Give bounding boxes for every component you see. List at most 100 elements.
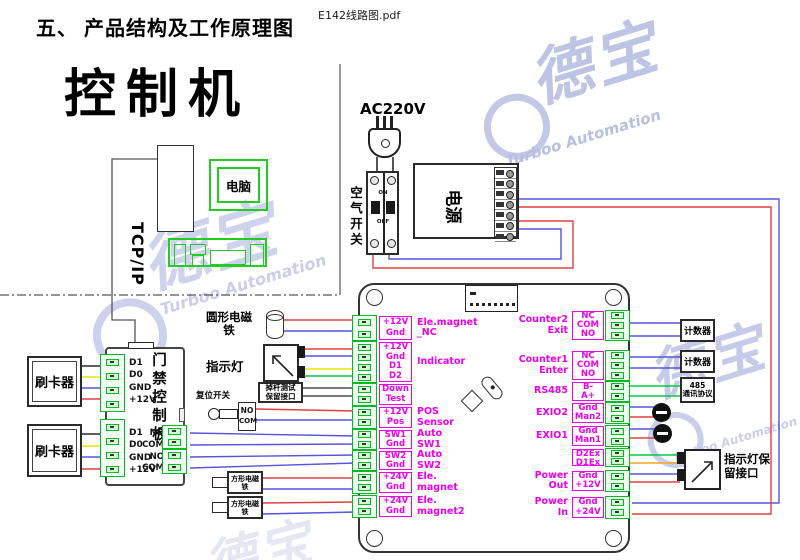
terminal-pin (106, 423, 119, 431)
terminal-pin-label: Down (382, 384, 409, 395)
computer-keyboard (168, 238, 267, 267)
access-board-top-tab (128, 342, 154, 349)
reset-switch-contact-box: NO COM (238, 402, 257, 431)
terminal-function-label: POS Sensor (417, 406, 454, 428)
breaker-screw (370, 239, 379, 248)
terminal-pin (358, 330, 371, 338)
terminal-pin (106, 437, 119, 445)
terminal-pin-label: +12V (382, 342, 409, 353)
access-relay-label: COM (142, 463, 164, 473)
mounting-hole (366, 289, 383, 306)
tcpip-label: TCP/IP (128, 222, 147, 286)
manual-button-2 (653, 424, 672, 443)
terminal-pin (106, 465, 119, 473)
contact-no-label: NO (240, 406, 254, 415)
terminal-pin-label: Gnd (385, 505, 406, 516)
keyboard-key (210, 250, 246, 265)
control-machine-title: 控制机 (64, 65, 251, 125)
access-pin-label: D1 (129, 428, 143, 438)
terminal-pin (358, 396, 371, 404)
terminal-pin (611, 414, 624, 422)
terminal-function-label: EXIO2 (535, 406, 568, 418)
switch-body (219, 409, 238, 419)
breaker-screw (387, 176, 396, 185)
terminal-pin (611, 458, 624, 466)
wire-ac-neutral (388, 228, 562, 260)
connector-key (470, 292, 476, 295)
terminal-pin-label: Gnd (385, 327, 406, 338)
pdf-filename: E142线路图.pdf (318, 9, 401, 22)
green-terminal-block (100, 354, 125, 412)
capsule-dot (489, 384, 496, 391)
terminal-pin (358, 484, 371, 492)
terminal-pin-label: SW2 (384, 451, 407, 461)
access-pin-label: GND (129, 453, 152, 463)
terminal-pin (611, 312, 624, 320)
computer-label: 电脑 (225, 178, 251, 194)
terminal-pin (358, 497, 371, 505)
green-terminal-block (352, 450, 377, 471)
card-reader-2: 刷卡器 (27, 424, 82, 477)
terminal-pin (611, 392, 624, 400)
terminal-function-label: Auto SW1 (417, 428, 443, 450)
terminal-pin (611, 404, 624, 412)
terminal-pin (106, 400, 119, 408)
terminal-pin-box: Gnd+12V (572, 471, 604, 491)
wire (189, 432, 357, 437)
wire (262, 511, 357, 515)
access-pin-label: D1 (129, 358, 143, 368)
terminal-pin (358, 318, 371, 326)
wire (255, 408, 357, 412)
green-terminal-block (605, 310, 630, 341)
reset-switch-label: 复位开关 (196, 391, 231, 401)
terminal-pin-label: Pos (386, 416, 405, 427)
terminal-pin (611, 352, 624, 360)
green-terminal-block (605, 496, 630, 519)
wire (262, 501, 357, 504)
green-terminal-block (352, 429, 377, 450)
terminal-pin-label: Gnd (578, 426, 598, 436)
terminal-pin-label: D1 (389, 361, 402, 372)
psu-terminal (495, 232, 516, 243)
terminal-pin-label: Gnd (385, 351, 406, 362)
connector-pins (470, 303, 515, 307)
terminal-pin-label: SW1 (384, 430, 407, 440)
terminal-pin-label: COM (577, 360, 599, 370)
terminal-function-label: RS485 (534, 385, 568, 397)
green-terminal-block (162, 449, 187, 474)
psu-terminal (495, 221, 516, 232)
round-magnet-label: 圆形电磁 铁 (206, 310, 252, 337)
psu-terminal-strip (494, 167, 517, 243)
indicator-reserved-box (684, 449, 721, 490)
connector-pin-dot (482, 303, 485, 306)
square-magnet-tab (212, 477, 228, 488)
card-reader-inner: 刷卡器 (32, 361, 77, 402)
keyboard-key (174, 244, 186, 266)
terminal-pin-label: NC (581, 311, 595, 321)
terminal-pin (611, 498, 624, 506)
card-reader-label: 刷卡器 (34, 376, 74, 391)
terminal-pin (611, 437, 624, 445)
terminal-pin (611, 482, 624, 490)
terminal-pin (106, 372, 119, 380)
wire-dc-gnd (518, 198, 780, 504)
terminal-function-label: Counter1 Enter (518, 354, 568, 376)
terminal-pin-label: +24V (382, 472, 409, 483)
wire-tcpip (111, 158, 157, 347)
terminal-pin-label: NO (580, 329, 596, 339)
test-interface-label: 掉杆测试 保留接口 (265, 383, 296, 401)
terminal-pin (611, 383, 624, 391)
indicator-connector (297, 366, 305, 378)
keyboard-key (250, 244, 264, 266)
green-terminal-block (162, 425, 187, 449)
terminal-pin-label: A+ (581, 391, 595, 401)
terminal-pin-label: +24V (575, 506, 601, 517)
terminal-pin-label: NC (581, 351, 595, 361)
terminal-pin (358, 473, 371, 481)
